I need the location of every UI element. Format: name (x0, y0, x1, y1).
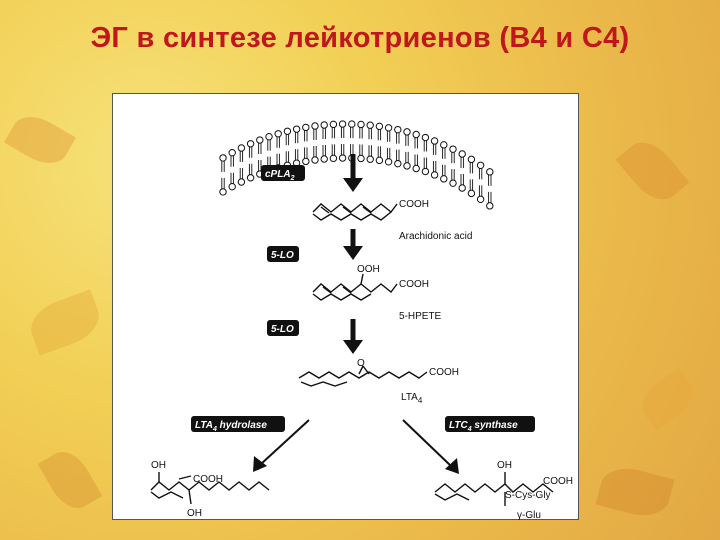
svg-text:5-LO: 5-LO (271, 324, 294, 335)
ltb4-cooh: COOH (193, 474, 223, 485)
background-leaf (595, 461, 675, 523)
lipid-head (375, 122, 384, 131)
lipid-head (357, 120, 365, 129)
lipid-head (237, 144, 246, 152)
lipid-head (412, 164, 420, 173)
svg-text:LTA4 hydrolase: LTA4 hydrolase (195, 420, 267, 433)
lipid-head (237, 178, 246, 186)
lipid-head (476, 161, 485, 169)
lipid-head (348, 120, 356, 128)
lipid-head (440, 141, 448, 149)
lipid-head (219, 154, 227, 162)
background-leaf (37, 444, 103, 516)
background-leaf (634, 367, 701, 431)
arrow-right-branch (402, 419, 459, 474)
lipid-head (486, 168, 494, 176)
svg-text:LTC4 synthase: LTC4 synthase (449, 420, 518, 433)
lipid-head (357, 154, 365, 163)
lipid-head (403, 128, 411, 136)
lipid-head (403, 162, 411, 170)
lipid-head (311, 122, 319, 130)
ltb4-oh-top: OH (151, 460, 166, 471)
lipid-head (366, 155, 374, 163)
lipid-head (283, 127, 292, 135)
hpete-ooh: OOH (357, 264, 380, 275)
lipid-head (412, 130, 420, 139)
svg-text:cPLA2: cPLA2 (265, 169, 295, 182)
pathway-svg: cPLA2 5-LO 5-LO LTA4 hydrolase LTC4 synt… (150, 120, 573, 521)
lta4-epoxide-o: O (357, 358, 365, 369)
lipid-head (486, 202, 494, 210)
lipid-head (467, 155, 476, 164)
cell-membrane (219, 120, 494, 210)
leukotriene-pathway-diagram: cPLA2 5-LO 5-LO LTA4 hydrolase LTC4 synt… (112, 93, 579, 521)
ltc4-cooh: COOH (543, 476, 573, 487)
hpete-structure (312, 273, 398, 301)
background-leaf (24, 289, 106, 356)
arachidonic-cooh: COOH (399, 199, 429, 210)
lipid-head (384, 124, 393, 132)
lipid-head (256, 136, 264, 144)
ltb4-structure (150, 472, 270, 505)
arachidonic-acid-label: Arachidonic acid (399, 231, 472, 242)
lipid-head (265, 132, 273, 141)
lipid-head (440, 175, 448, 183)
lipid-head (329, 154, 338, 163)
arrow-down-1 (343, 154, 363, 192)
lipid-head (292, 125, 301, 133)
lipid-head (246, 140, 255, 148)
ltb4-oh-bottom: OH (187, 508, 202, 519)
lipid-head (449, 179, 457, 187)
ltc4-oh: OH (497, 460, 512, 471)
enzyme-5lo-1: 5-LO (267, 246, 299, 262)
enzyme-cpla2: cPLA2 (261, 165, 305, 182)
lipid-head (320, 121, 328, 129)
arrow-down-2 (343, 229, 363, 260)
lipid-head (449, 145, 457, 153)
lipid-head (302, 123, 310, 132)
lipid-head (375, 156, 384, 165)
enzyme-ltc4-synthase: LTC4 synthase (445, 416, 535, 433)
lipid-head (467, 189, 476, 198)
svg-text:5-LO: 5-LO (271, 250, 294, 261)
lipid-head (228, 182, 236, 191)
lipid-head (311, 156, 319, 164)
ltc4-glu: γ-Glu (517, 510, 541, 521)
hpete-label: 5-HPETE (399, 311, 442, 322)
slide-title: ЭГ в синтезе лейкотриенов (B4 и C4) (90, 22, 630, 54)
lipid-head (219, 188, 227, 196)
lipid-head (394, 125, 402, 134)
arrow-left-branch (253, 419, 310, 472)
lipid-head (302, 157, 310, 166)
lipid-head (338, 120, 347, 128)
lta4-label: LTA4 (401, 392, 423, 405)
lipid-head (458, 150, 466, 158)
ltc4-structure (434, 472, 554, 506)
lipid-head (338, 154, 347, 162)
lipid-head (274, 130, 282, 138)
lipid-head (228, 148, 236, 157)
enzyme-5lo-2: 5-LO (267, 320, 299, 336)
lipid-head (430, 137, 439, 145)
lipid-head (458, 184, 466, 192)
lta4-cooh: COOH (429, 367, 459, 378)
lipid-head (430, 171, 439, 179)
lipid-head (394, 159, 402, 168)
arrow-down-3 (343, 319, 363, 354)
lipid-head (329, 120, 338, 129)
lipid-head (246, 174, 255, 182)
ltc4-s-cys-gly: S-Cys-Gly (505, 490, 551, 501)
lipid-head (421, 133, 430, 142)
background-leaf (615, 132, 690, 210)
enzyme-lta4-hydrolase: LTA4 hydrolase (191, 416, 285, 433)
arachidonic-acid-structure (312, 203, 398, 221)
lipid-head (421, 167, 430, 176)
hpete-cooh: COOH (399, 279, 429, 290)
lipid-head (384, 158, 393, 166)
lipid-head (476, 195, 485, 203)
background-leaf (4, 107, 76, 173)
lta4-structure (298, 365, 428, 387)
lipid-head (366, 121, 374, 129)
lipid-head (320, 155, 328, 163)
